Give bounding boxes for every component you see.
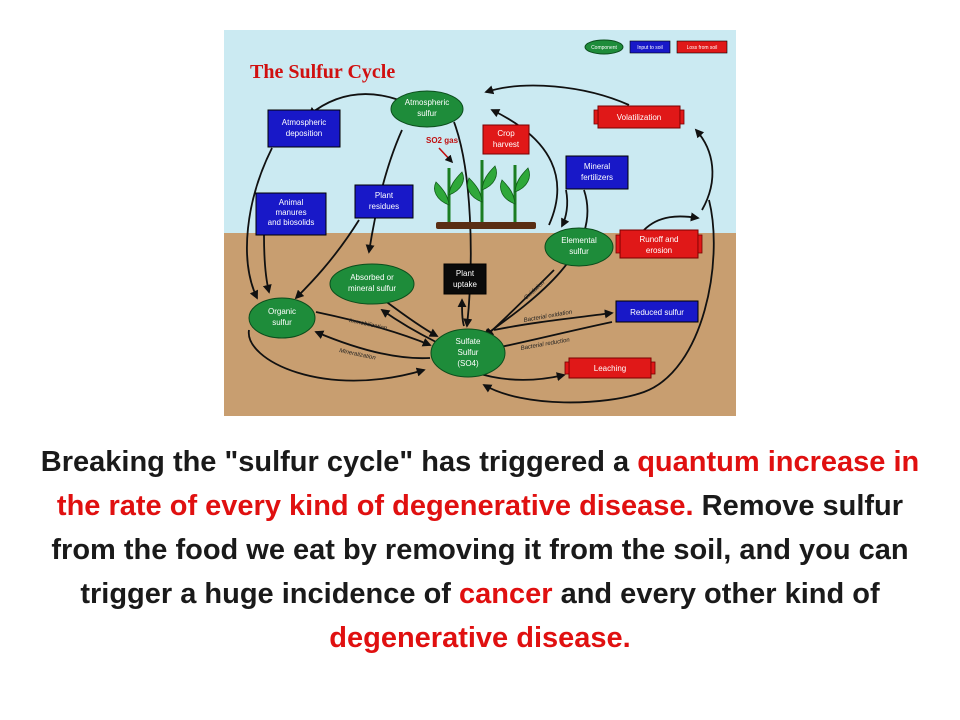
- arrow-deposition-to-organic: [246, 147, 273, 300]
- legend: Component Input to soil Loss from soil: [584, 39, 728, 55]
- crop-bed: [436, 222, 536, 229]
- plant-leaf: [434, 181, 450, 206]
- component-absorbed-line2: mineral sulfur: [348, 284, 396, 293]
- input-animal-manures-line1: Animal: [279, 198, 304, 207]
- component-elemental-sulfur-line1: Elemental: [561, 236, 597, 245]
- arrow-sulfate-to-reduced: [493, 309, 614, 331]
- arrow-organic-loop-to-sulfate: [248, 329, 426, 382]
- plant-uptake-box: Plant uptake: [443, 263, 487, 295]
- input-animal-manures: Animal manures and biosolids: [255, 192, 327, 236]
- loss-boxes: Volatilization Crop harvest Runoff and e…: [482, 105, 703, 379]
- arrow-fertilizer-to-sulfate: [482, 189, 589, 338]
- caption-part-2-highlight: quantum increase in the rate of every ki…: [56, 446, 920, 522]
- legend-loss-swatch: [676, 40, 728, 54]
- caption-text: Breaking the "sulfur cycle" has triggere…: [40, 440, 920, 660]
- arrow-organic-to-sulfate: [315, 311, 432, 347]
- input-plant-residues-line2: residues: [369, 202, 399, 211]
- legend-component-label: Component: [591, 45, 617, 51]
- caption-part-4-highlight: cancer: [459, 578, 553, 610]
- component-sulfate-sulfur-line2: Sulfur: [458, 348, 479, 357]
- legend-input-swatch: [629, 40, 671, 54]
- plant-leaf: [500, 179, 516, 205]
- arrow-absorbed-to-sulfate: [383, 299, 439, 337]
- loss-crop-harvest-line2: harvest: [493, 140, 520, 149]
- crop-plants: SO2 gas: [426, 136, 536, 229]
- input-mineral-fertilizers-line2: fertilizers: [581, 173, 613, 182]
- arrow-manures-to-organic: [262, 234, 272, 294]
- arrow-reduced-to-sulfate: [494, 321, 613, 351]
- arrow-sulfate-to-organic: [314, 330, 431, 360]
- input-mineral-fertilizers-line1: Mineral: [584, 162, 610, 171]
- arrow-elemental-to-sulfate: [484, 269, 555, 338]
- legend-component-swatch: [584, 39, 624, 55]
- diagram-title: The Sulfur Cycle: [250, 61, 395, 83]
- input-mineral-fertilizers: Mineral fertilizers: [565, 155, 629, 190]
- loss-runoff-erosion: Runoff and erosion: [615, 229, 703, 259]
- arrow-to-runoff: [643, 212, 700, 231]
- component-elemental-sulfur: Elemental sulfur: [544, 227, 614, 267]
- loss-runoff-erosion-line1: Runoff and: [640, 235, 679, 244]
- component-ellipses: Atmospheric sulfur Absorbed or mineral s…: [248, 90, 614, 378]
- legend-loss-label: Loss from soil: [687, 45, 718, 51]
- input-plant-residues: Plant residues: [354, 184, 414, 219]
- loss-volatilization: Volatilization: [593, 105, 685, 129]
- input-reduced-sulfur: Reduced sulfur: [615, 300, 699, 323]
- loss-crop-harvest-line1: Crop: [497, 129, 515, 138]
- loss-runoff-erosion-line2: erosion: [646, 246, 672, 255]
- input-plant-residues-line1: Plant: [375, 191, 394, 200]
- input-animal-manures-line3: and biosolids: [268, 218, 315, 227]
- sulfur-cycle-diagram: The Sulfur Cycle Component Input to soil…: [224, 30, 736, 416]
- input-atmospheric-deposition: Atmospheric deposition: [267, 109, 341, 148]
- component-elemental-sulfur-line2: sulfur: [569, 247, 589, 256]
- arrow-to-volatilization: [694, 128, 714, 211]
- loss-crop-harvest: Crop harvest: [482, 124, 530, 155]
- caption-part-6-highlight: degenerative disease.: [329, 622, 631, 654]
- legend-input-label: Input to soil: [637, 45, 663, 51]
- arrow-so2-into-plants: [438, 147, 454, 164]
- component-atmospheric-sulfur-line2: sulfur: [417, 109, 437, 118]
- arrow-outer-right-loop: [482, 199, 715, 404]
- plant-leaf: [448, 171, 464, 196]
- loss-leaching-line1: Leaching: [594, 364, 626, 373]
- so2-gas-label: SO2 gas: [426, 136, 459, 145]
- arrow-atmosphere-to-sulfate: [453, 121, 473, 328]
- component-sulfate-sulfur: Sulfate Sulfur (SO4): [430, 328, 506, 378]
- plant-leaf: [481, 165, 497, 191]
- arrow-volatilization-to-atmosphere: [484, 84, 630, 106]
- plant-uptake-line1: Plant: [456, 269, 475, 278]
- caption-part-1: Breaking the "sulfur cycle" has triggere…: [40, 446, 638, 478]
- arrow-residues-to-organic: [294, 219, 360, 300]
- component-organic-sulfur: Organic sulfur: [248, 297, 316, 339]
- component-atmospheric-sulfur-line1: Atmospheric: [405, 98, 449, 107]
- arrow-elemental-to-atmosphere: [490, 109, 559, 226]
- plant-leaf: [467, 177, 483, 203]
- arrow-fertilizer-to-elemental: [561, 189, 570, 228]
- component-absorbed-mineral-sulfur: Absorbed or mineral sulfur: [329, 263, 415, 305]
- component-organic-sulfur-line1: Organic: [268, 307, 296, 316]
- plant-uptake-line2: uptake: [453, 280, 478, 289]
- caption-part-5: and every other kind of: [552, 578, 880, 610]
- plant-leaf: [514, 167, 530, 193]
- input-reduced-sulfur-line1: Reduced sulfur: [630, 308, 684, 317]
- loss-leaching: Leaching: [564, 357, 656, 379]
- component-sulfate-sulfur-line3: (SO4): [457, 359, 479, 368]
- loss-volatilization-line1: Volatilization: [617, 113, 661, 122]
- arrow-sulfate-to-uptake: [457, 298, 467, 327]
- component-atmospheric-sulfur: Atmospheric sulfur: [390, 90, 464, 128]
- component-sulfate-sulfur-line1: Sulfate: [456, 337, 481, 346]
- component-absorbed-line1: Absorbed or: [350, 273, 394, 282]
- input-animal-manures-line2: manures: [275, 208, 306, 217]
- input-atmospheric-deposition-line2: deposition: [286, 129, 322, 138]
- input-boxes: Atmospheric deposition Animal manures an…: [255, 109, 699, 323]
- input-atmospheric-deposition-line1: Atmospheric: [282, 118, 326, 127]
- cycle-arrows: [246, 84, 715, 404]
- component-organic-sulfur-line2: sulfur: [272, 318, 292, 327]
- arrow-atmosphere-to-deposition: [307, 93, 400, 117]
- caption-part-3: Remove sulfur from the food we eat by re…: [51, 490, 909, 610]
